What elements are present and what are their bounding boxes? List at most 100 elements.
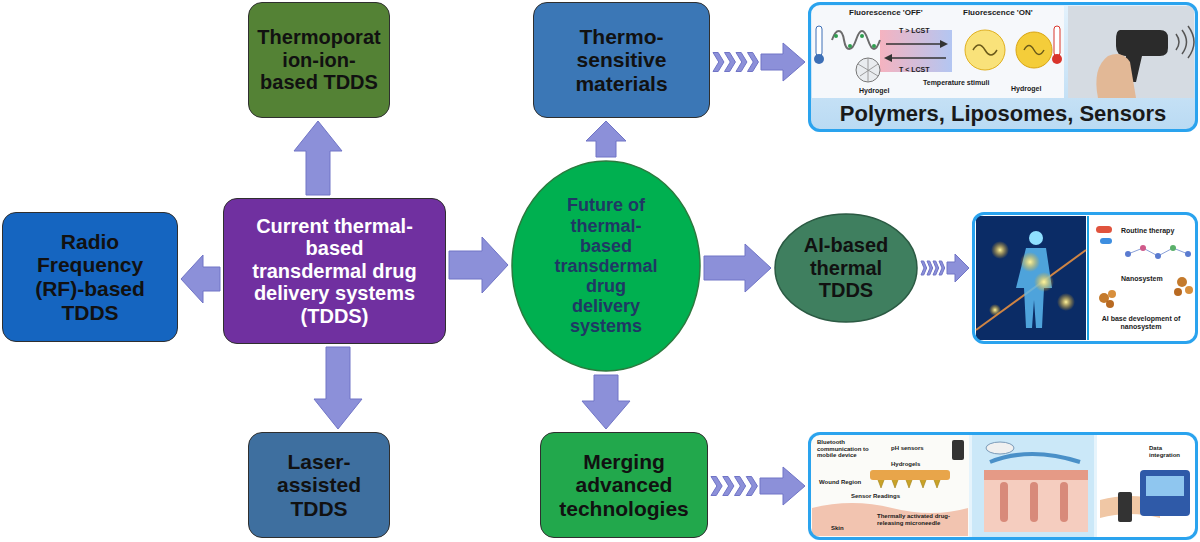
polymer-illustration-part [1054,26,1060,56]
panel-caption: AI base development of nanosystem [1099,315,1183,331]
chevron-arrow [713,43,805,81]
process-box: Merging advanced technologies [540,432,708,538]
panel-caption: Bluetooth communication to mobile device [817,439,875,459]
panel-caption: Temperature stimuli [923,79,989,87]
polymer-illustration-part [872,44,876,48]
device-illustration-part [1060,482,1068,522]
image-panel: Fluorescence 'OFF'Fluorescence 'ON'T > L… [808,2,1198,132]
node-label: AI-based thermal TDDS [794,234,898,301]
node-label: Laser- assisted TDDS [254,450,384,521]
ai-illustration-part [1106,300,1114,308]
central-box: Current thermal- based transdermal drug … [223,198,446,344]
ai-illustration-part [976,216,1086,340]
device-illustration-part [1000,482,1008,522]
block-arrow [704,244,771,292]
ellipse-shape [512,161,700,371]
polymer-illustration-part [858,58,878,82]
device-illustration-part [972,435,1094,537]
polymer-illustration-part [886,43,940,45]
node-label: Radio Frequency (RF)-based TDDS [20,230,160,324]
ai-illustration-part [1034,272,1054,292]
node-label: Thermo- sensitive materials [552,25,692,96]
polymer-illustration-part [834,34,838,38]
device-illustration-part [1140,470,1190,516]
polymer-illustration [808,2,1198,132]
panel-caption: Skin [831,525,844,532]
ai-illustration-part [989,304,1001,316]
ai-illustration-part [1020,252,1040,272]
panel-caption: Sensor Readings [851,493,900,500]
polymer-illustration-part [884,54,892,62]
hub-ellipse: Future of thermal- based transdermal dru… [511,160,701,372]
device-illustration-part [984,470,1088,480]
polymer-illustration-part [860,34,864,38]
ai-illustration-part [1155,253,1161,259]
process-box: Thermoporat ion-ion- based TDDS [248,2,390,118]
ai-illustration-part [1174,288,1182,296]
panel-caption: Hydrogel [859,87,889,95]
block-arrow [181,255,220,303]
panel-caption: Hydrogel [1011,85,1041,93]
polymer-illustration-part [973,45,1044,55]
process-box: Radio Frequency (RF)-based TDDS [2,212,178,342]
device-illustration-part [808,432,1198,540]
device-illustration-part [1118,492,1132,522]
polymer-illustration-part [880,30,952,72]
ai-illustration-part [1140,245,1146,251]
ai-illustration-part [991,241,1009,259]
panel-caption: Nanosystem [1121,275,1163,283]
polymer-illustration-part [856,58,880,82]
panel-caption: Wound Region [819,479,861,486]
process-box: Laser- assisted TDDS [248,432,390,538]
node-label: Merging advanced technologies [549,450,699,521]
ai-illustration [972,212,1198,344]
image-panel: Bluetooth communication to mobile device… [808,432,1198,540]
ai-illustration-part [1096,226,1112,233]
device-illustration-part [811,435,969,537]
polymer-illustration-part [848,44,852,48]
block-arrow [449,237,508,293]
polymer-illustration-part [814,54,824,64]
image-panel: Routine therapyNanosystem AI base develop… [972,212,1198,344]
ai-illustration-part [1125,251,1131,257]
polymer-illustration-part [808,2,1198,132]
panel-caption: T < LCST [899,66,930,74]
device-illustration-part [952,440,964,460]
polymer-illustration-part [816,26,822,56]
chevron-arrow [921,254,969,282]
panel-caption: Fluorescence 'OFF' [849,9,923,18]
device-illustration-part [870,470,950,480]
ai-illustration-part [1029,231,1043,245]
polymer-illustration-part [1052,54,1062,64]
ai-illustration-part [972,212,1198,344]
panel-caption: Polymers, Liposomes, Sensors [811,102,1195,127]
panel-caption: Fluorescence 'ON' [963,9,1033,18]
device-illustration-part [1097,435,1195,537]
ai-illustration-part [1185,251,1191,257]
ai-illustration-part [1100,238,1112,244]
ai-illustration-part [1108,290,1116,298]
ai-illustration-part [1185,286,1193,294]
ai-illustration-part [1170,245,1176,251]
device-illustration-part [878,480,940,488]
device-illustration-part [986,442,1014,454]
ai-illustration-part [1177,277,1187,287]
panel-caption: Routine therapy [1121,227,1174,235]
polymer-illustration-part [892,57,946,59]
ai-illustration-part [1087,216,1089,340]
polymer-illustration-part [1176,26,1194,58]
device-illustration-part [1030,482,1038,522]
panel-caption: Data integration [1149,445,1193,458]
node-label: Future of thermal- based transdermal dru… [551,195,661,336]
node-label: Current thermal- based transdermal drug … [247,215,422,327]
panel-caption: Hydrogels [891,461,920,468]
device-illustration [808,432,1198,540]
device-illustration-part [812,503,968,536]
polymer-illustration-part [1068,6,1194,98]
device-illustration-part [984,476,1088,532]
block-arrow [586,121,626,157]
block-arrow [582,375,630,429]
panel-caption: pH sensors [891,445,924,452]
